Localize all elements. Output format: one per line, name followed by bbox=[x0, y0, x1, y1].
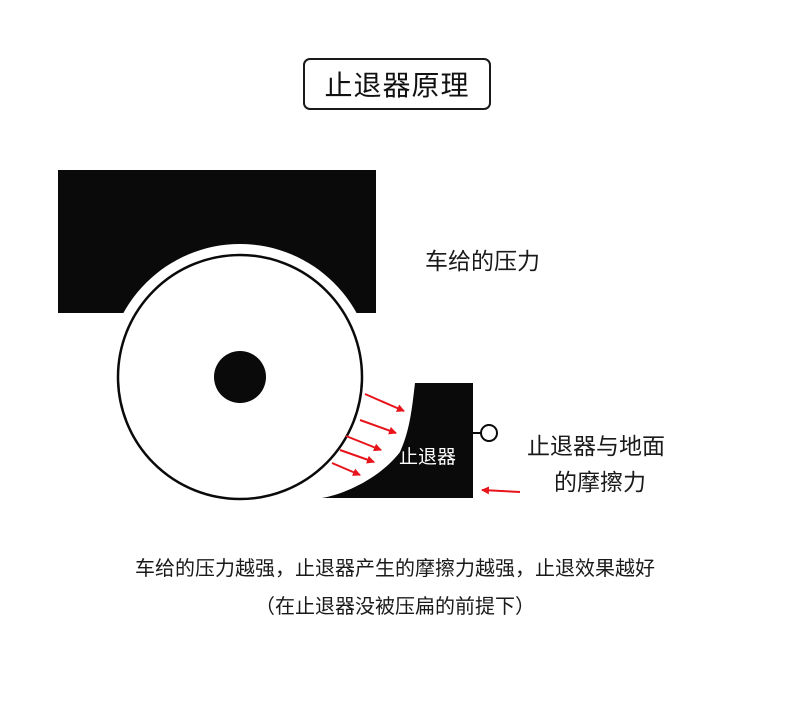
pressure-arrow bbox=[359, 419, 397, 435]
pressure-arrow bbox=[331, 462, 361, 476]
caption-line2: （在止退器没被压扁的前提下） bbox=[255, 594, 535, 618]
pivot-circle bbox=[480, 424, 498, 442]
wheel-hub bbox=[214, 351, 266, 403]
wheel-chock bbox=[322, 383, 473, 498]
car-force-label: 车给的压力 bbox=[425, 249, 540, 275]
page-title: 止退器原理 bbox=[324, 69, 470, 102]
pressure-arrow bbox=[339, 449, 375, 464]
pressure-arrow bbox=[364, 393, 405, 412]
friction-arrow bbox=[481, 486, 521, 495]
pressure-arrow bbox=[345, 435, 382, 452]
friction-label-line1: 止退器与地面 bbox=[527, 434, 665, 460]
title-box: 止退器原理 bbox=[303, 58, 491, 110]
chock-label: 止退器 bbox=[399, 446, 457, 468]
friction-label-line2: 的摩擦力 bbox=[554, 470, 646, 496]
caption-line1: 车给的压力越强，止退器产生的摩擦力越强，止退效果越好 bbox=[135, 556, 655, 580]
